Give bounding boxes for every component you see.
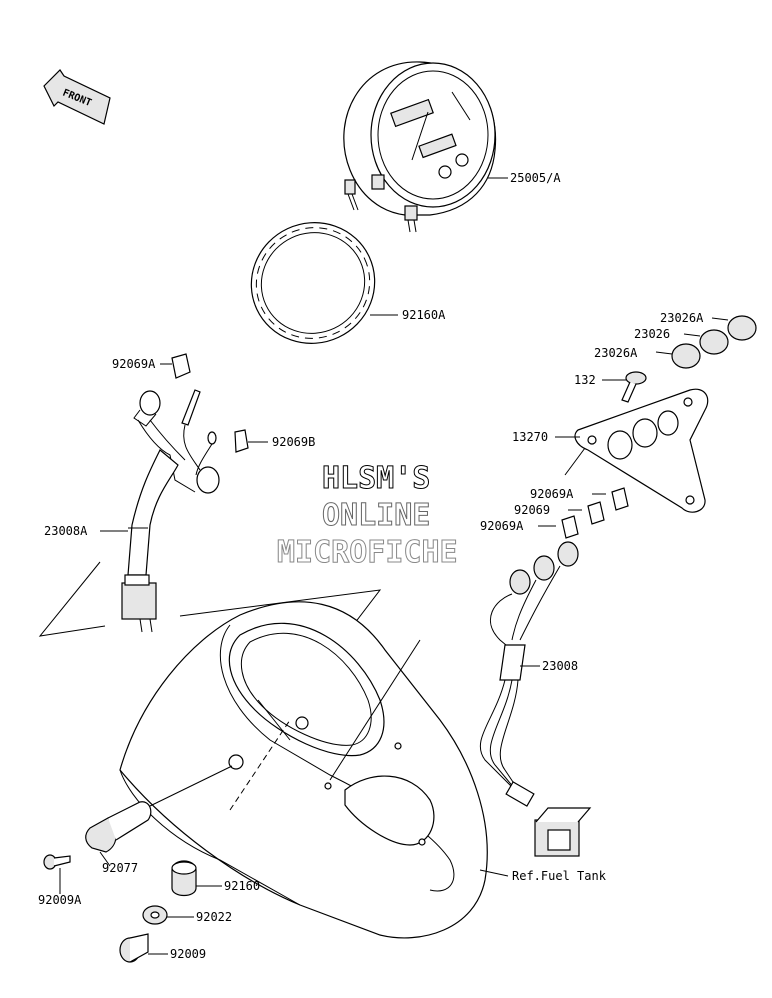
right-wiring-harness — [479, 541, 592, 857]
speedometer — [343, 61, 508, 233]
bolt-132 — [602, 371, 647, 403]
label-23008: 23008 — [542, 659, 578, 673]
grommet-92077 — [85, 801, 152, 867]
label-92069b: 92069B — [272, 435, 315, 449]
left-wiring-harness — [100, 353, 249, 633]
washer-92022 — [142, 905, 194, 925]
retaining-ring — [250, 222, 398, 344]
label-132: 132 — [574, 373, 596, 387]
label-92069a-r1: 92069A — [530, 487, 574, 501]
label-92077: 92077 — [102, 861, 138, 875]
label-23026a-2: 23026A — [594, 346, 638, 360]
label-23026a-1: 23026A — [660, 311, 704, 325]
label-92069a-top: 92069A — [112, 357, 156, 371]
label-92009a: 92009A — [38, 893, 82, 907]
screw-92009a — [43, 854, 71, 894]
label-92069a-r2: 92069A — [480, 519, 524, 533]
meter-cover — [119, 601, 509, 939]
indicator-bracket — [555, 388, 709, 513]
watermark-line1: HLSM'S — [322, 461, 430, 496]
label-13270: 13270 — [512, 430, 548, 444]
label-ref-fuel-tank: Ref.Fuel Tank — [512, 869, 607, 883]
label-23026: 23026 — [634, 327, 670, 341]
watermark-line2: ONLINE — [322, 498, 430, 533]
label-92160a: 92160A — [402, 308, 446, 322]
right-bulb-sockets — [538, 487, 629, 539]
label-25005-a: 25005/A — [510, 171, 561, 185]
label-92069: 92069 — [514, 503, 550, 517]
label-92009: 92009 — [170, 947, 206, 961]
grommet-92160 — [171, 860, 222, 897]
indicator-caps — [655, 315, 757, 369]
bolt-92009 — [119, 933, 168, 963]
watermark-line3: MICROFICHE — [277, 535, 458, 570]
label-23008a: 23008A — [44, 524, 88, 538]
label-92160: 92160 — [224, 879, 260, 893]
front-arrow-icon: FRONT — [43, 69, 111, 125]
label-92022: 92022 — [196, 910, 232, 924]
